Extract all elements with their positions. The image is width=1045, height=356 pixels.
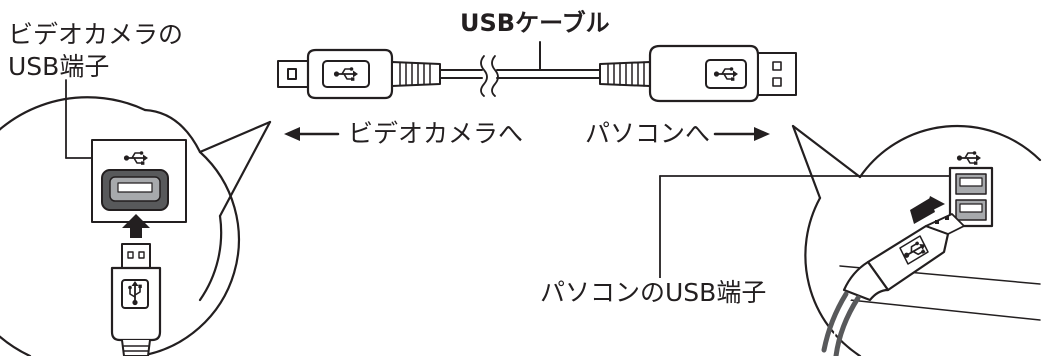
usb-cable: [277, 41, 797, 103]
pc-usb-ports: [948, 166, 994, 228]
camera-cable-plug: [110, 243, 162, 356]
arrow-right-icon: [713, 127, 770, 141]
usb-icon: [955, 150, 982, 166]
mini-usb-port: [101, 169, 169, 211]
arrow-up-icon: [122, 214, 150, 238]
cable-wire: [439, 55, 601, 97]
pc-cable-plug: [821, 213, 965, 356]
usb-a-plug: [599, 44, 797, 103]
pc-port-label: パソコンのUSB端子: [540, 278, 767, 308]
mini-usb-plug: [277, 48, 441, 100]
camera-port-label-line1: ビデオカメラの: [8, 20, 184, 49]
cable-label: USBケーブル: [460, 8, 610, 38]
camera-port-label-line2: USB端子: [8, 52, 110, 81]
insert-arrow-icon: [910, 198, 935, 224]
arrow-left-icon: [284, 127, 340, 141]
to-camera-label: ビデオカメラへ: [348, 119, 524, 149]
to-pc-label: パソコンへ: [585, 119, 711, 149]
pc-port-bubble: [659, 124, 1042, 356]
camera-port-bubble: [0, 79, 272, 356]
